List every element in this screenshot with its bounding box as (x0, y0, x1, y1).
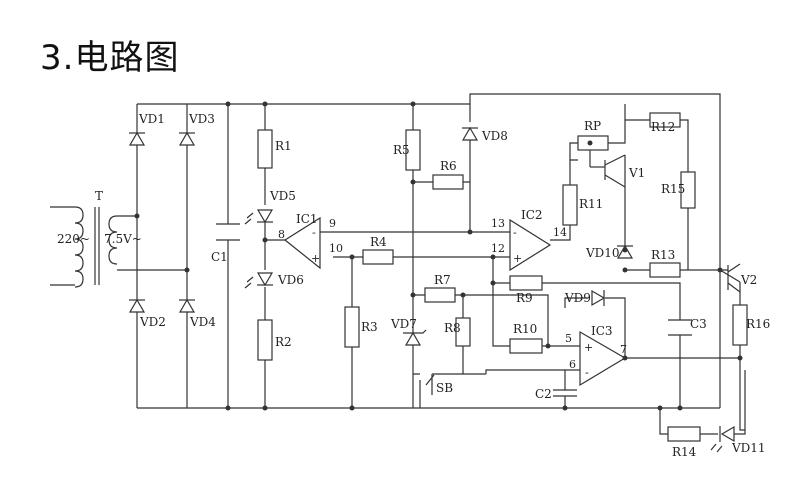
label-R7: R7 (434, 273, 451, 287)
resistor-R2 (257, 319, 273, 361)
label-R12: R12 (651, 120, 675, 134)
diode-VD9 (591, 289, 606, 307)
opamp-IC1 (283, 216, 321, 270)
label-VD5: VD5 (269, 189, 296, 203)
pin-6: 6 (569, 358, 576, 371)
resistor-R12 (649, 112, 681, 128)
diode-VD1 (128, 131, 146, 146)
label-C1: C1 (211, 250, 228, 264)
label-VD10: VD10 (585, 246, 620, 260)
pin-12: 12 (491, 242, 505, 255)
diode-VD4 (178, 298, 196, 313)
resistor-R4 (362, 249, 394, 265)
label-T: T (95, 189, 103, 203)
label-IC1: IC1 (296, 212, 318, 226)
potentiometer-RP (577, 135, 609, 151)
led-VD5 (244, 209, 274, 225)
component-labels: T 220~ 7.5V~ VD1 VD3 VD2 VD4 C1 R1 VD5 V… (57, 112, 770, 459)
resistor-R15 (680, 171, 696, 209)
resistor-R8 (455, 317, 471, 347)
label-R1: R1 (275, 139, 292, 153)
pin-5: 5 (565, 332, 572, 345)
junction-dots (134, 101, 743, 411)
label-VD6: VD6 (277, 273, 304, 287)
label-V1: V1 (628, 166, 645, 180)
switch-SB (413, 373, 435, 408)
label-VD2: VD2 (139, 315, 166, 329)
resistor-R10 (509, 338, 543, 354)
ic3-minus: - (585, 366, 589, 379)
label-VD7: VD7 (390, 317, 417, 331)
diode-VD8 (461, 126, 479, 141)
led-VD6 (244, 272, 274, 289)
label-VD3: VD3 (188, 112, 215, 126)
page-title: 3.电路图 (40, 38, 180, 78)
opamp-IC2 (509, 218, 552, 272)
led-VD11 (710, 425, 735, 453)
ic1-plus: + (311, 252, 320, 265)
resistor-R1 (257, 129, 273, 169)
ic2-plus: + (513, 252, 522, 265)
wires (50, 93, 746, 435)
pin-8: 8 (278, 228, 285, 241)
pin-14: 14 (553, 226, 567, 239)
label-7-5v: 7.5V~ (104, 232, 142, 246)
label-R4: R4 (370, 235, 387, 249)
label-R16: R16 (746, 317, 770, 331)
diode-VD2 (128, 298, 146, 313)
pin-13: 13 (491, 217, 505, 230)
label-VD8: VD8 (481, 129, 508, 143)
label-R3: R3 (361, 320, 378, 334)
capacitor-C1 (216, 223, 240, 241)
label-VD11: VD11 (731, 441, 766, 455)
resistor-R9 (509, 275, 543, 291)
label-IC3: IC3 (591, 324, 613, 338)
resistor-R7 (424, 287, 456, 303)
label-R14: R14 (672, 445, 697, 459)
label-R6: R6 (440, 159, 457, 173)
label-VD1: VD1 (138, 112, 165, 126)
label-C2: C2 (535, 387, 552, 401)
label-SB: SB (436, 381, 453, 395)
ic1-minus: - (312, 226, 316, 239)
label-R5: R5 (393, 143, 410, 157)
transistor-V2 (720, 263, 741, 293)
resistor-R3 (344, 306, 360, 348)
pin-10: 10 (329, 242, 343, 255)
label-VD4: VD4 (189, 315, 216, 329)
label-R10: R10 (513, 322, 537, 336)
resistor-R6 (432, 174, 464, 190)
diode-VD3 (178, 131, 196, 146)
capacitor-C3 (668, 319, 692, 336)
label-RP: RP (584, 119, 601, 133)
resistor-R16 (732, 304, 748, 346)
resistor-R14 (667, 426, 701, 442)
transformer-T (74, 206, 118, 288)
resistor-R13 (649, 262, 681, 278)
label-220v: 220~ (57, 232, 90, 246)
capacitor-C2 (553, 389, 577, 397)
resistor-R5 (405, 129, 421, 171)
zener-VD7 (403, 329, 427, 346)
ic3-plus: + (584, 341, 593, 354)
label-R9: R9 (516, 291, 533, 305)
label-R2: R2 (275, 335, 292, 349)
label-VD9: VD9 (564, 291, 591, 305)
pin-9: 9 (329, 217, 336, 230)
label-R11: R11 (579, 197, 603, 211)
label-R8: R8 (444, 321, 461, 335)
label-R13: R13 (651, 248, 675, 262)
label-IC2: IC2 (521, 208, 543, 222)
label-R15: R15 (661, 182, 685, 196)
transistor-V1 (590, 154, 626, 188)
ic2-minus: - (513, 226, 517, 239)
pin-labels: 8 9 10 12 13 14 5 6 7 - + - + + - (278, 217, 627, 379)
label-V2: V2 (740, 273, 757, 287)
resistor-R11 (562, 184, 578, 226)
pin-7: 7 (620, 343, 627, 356)
label-C3: C3 (690, 317, 707, 331)
opamp-IC3 (579, 330, 627, 387)
